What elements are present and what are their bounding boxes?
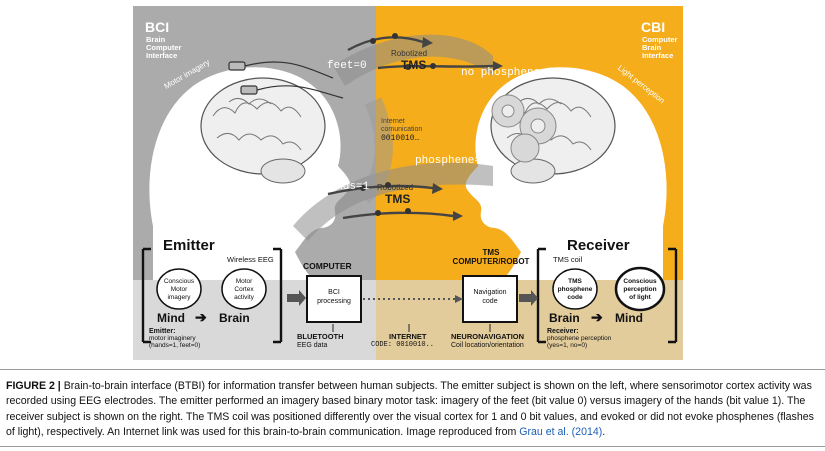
bci-box-2: processing <box>317 298 351 305</box>
bluetooth-label: BLUETOOTH <box>297 332 344 341</box>
figure-label: FIGURE 2 | <box>6 380 61 392</box>
caption-text: Brain-to-brain interface (BTBI) for info… <box>6 380 814 438</box>
receiver-title: Receiver <box>567 237 630 254</box>
citation-link[interactable]: Grau et al. (2014) <box>519 425 603 438</box>
emitter-title: Emitter <box>163 237 215 254</box>
phosphene-code-1: TMS <box>568 278 582 285</box>
receiver-footer-title: Receiver: <box>547 328 579 335</box>
eeg-data-label: EEG data <box>297 342 328 349</box>
computer-title: COMPUTER <box>303 261 352 271</box>
conscious-motor-1: Conscious <box>163 278 195 285</box>
feet-label: feet=0 <box>327 60 367 72</box>
cbi-title: CBI <box>641 19 666 35</box>
coil-location-label: Coil location/orientation <box>451 342 524 349</box>
motor-cortex-1: Motor <box>235 278 253 285</box>
emitter-arrow-icon: ➔ <box>195 309 207 325</box>
conscious-motor-2: Motor <box>170 286 188 293</box>
bci-processing-box <box>306 275 362 323</box>
receiver-mind: Mind <box>615 311 643 325</box>
emitter-footer-1: motor imaginery <box>149 335 196 342</box>
wireless-eeg-label: Wireless EEG <box>227 255 274 264</box>
internet-code: CODE: 0010010.. <box>371 341 435 349</box>
internet-comm-code: 0010010… <box>381 134 420 143</box>
perception-3: of light <box>629 294 651 301</box>
eeg-electrodes <box>228 61 344 99</box>
btbi-figure: BCI Brain Computer Interface CBI Compute… <box>133 6 683 360</box>
robotized-tms-bottom-line1: Robotized <box>377 183 414 192</box>
swoosh-band <box>333 34 493 86</box>
motor-cortex-3: activity <box>234 294 254 301</box>
receiver-footer-2: (yes=1, no=0) <box>547 342 588 349</box>
bci-subtitle-2: Computer <box>146 43 182 52</box>
cbi-subtitle-1: Computer <box>642 35 678 44</box>
tms-coil-graphic <box>491 94 557 163</box>
cbi-subtitle-3: Interface <box>642 51 674 60</box>
bci-title: BCI <box>145 19 170 35</box>
emitter-mind: Mind <box>157 311 185 325</box>
internet-title: INTERNET <box>389 332 427 341</box>
neuronavigation-label: NEURONAVIGATION <box>451 332 525 341</box>
bci-subtitle-3: Interface <box>146 51 178 60</box>
perception-1: Conscious <box>623 278 657 285</box>
emitter-brain-label: Brain <box>219 311 250 325</box>
no-phosphene-label: no phosphene=0 <box>461 67 554 79</box>
robotized-tms-top-line1: Robotized <box>391 49 428 58</box>
phosphene-code-3: code <box>567 294 583 301</box>
figure-caption: FIGURE 2 | Brain-to-brain interface (BTB… <box>6 379 818 440</box>
figure-graphic <box>133 6 683 360</box>
caption-bottom-rule <box>0 446 825 447</box>
tms-title-1: TMS <box>482 248 500 257</box>
receiver-brain-label: Brain <box>549 311 580 325</box>
phosphene-label: phosphene=1 <box>415 155 488 167</box>
nav-box-2: code <box>482 298 498 305</box>
tms-coil-label: TMS coil <box>553 255 583 264</box>
emitter-footer-title: Emitter: <box>149 328 176 335</box>
conscious-motor-3: imagery <box>167 294 191 301</box>
caption-top-rule <box>0 369 825 370</box>
hands-label: hands=1 <box>323 181 370 193</box>
cbi-subtitle-2: Brain <box>642 43 662 52</box>
emitter-brain <box>200 77 326 175</box>
phosphene-code-2: phosphene <box>557 286 593 293</box>
receiver-arrow-icon: ➔ <box>591 309 603 325</box>
receiver-footer-1: phosphene perception <box>547 335 612 342</box>
internet-comm-line2: comunication <box>381 126 423 133</box>
perception-2: perception <box>623 286 657 293</box>
internet-comm-line1: Internet <box>381 118 405 125</box>
motor-cortex-2: Cortex <box>234 286 254 293</box>
nav-box-1: Navigation <box>473 289 507 296</box>
caption-end: . <box>602 425 606 438</box>
robotized-tms-top-line2: TMS <box>401 58 427 72</box>
emitter-footer-2: (hands=1, feet=0) <box>149 342 201 349</box>
bci-box-1: BCI <box>328 289 340 296</box>
tms-title-2: COMPUTER/ROBOT <box>452 257 530 266</box>
bci-subtitle-1: Brain <box>146 35 166 44</box>
robotized-tms-bottom-line2: TMS <box>385 192 411 206</box>
